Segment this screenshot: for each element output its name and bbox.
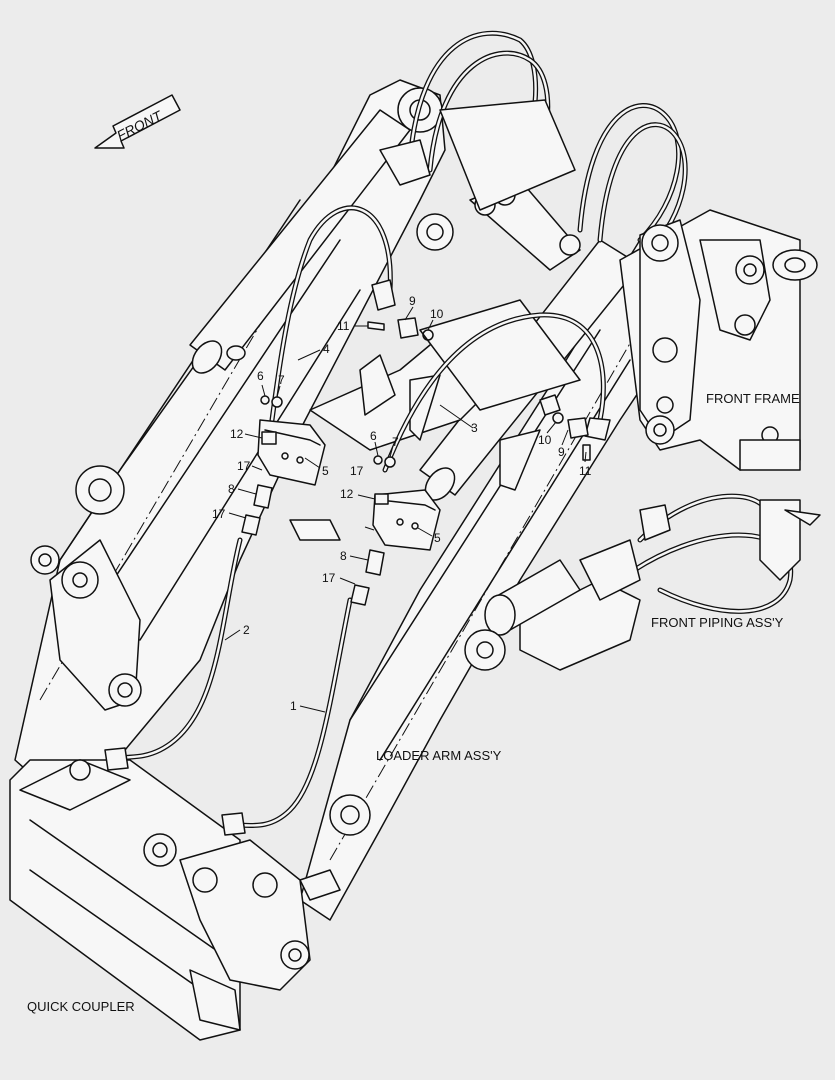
part-number-1: 1	[290, 699, 297, 713]
part-number-5-left: 5	[322, 464, 329, 478]
part-number-17-d: 17	[322, 571, 336, 585]
block-right	[372, 489, 441, 551]
part-number-9-top: 9	[409, 294, 416, 308]
hose-4	[269, 205, 396, 423]
part-number-6-right: 6	[370, 429, 377, 443]
part-number-7-left: 7	[278, 373, 285, 387]
label-loader-arm: LOADER ARM ASS'Y	[376, 748, 502, 763]
front-piping	[464, 493, 821, 671]
small-hardware	[260, 317, 591, 505]
label-front-piping: FRONT PIPING ASS'Y	[651, 615, 784, 630]
quick-coupler	[9, 759, 311, 1041]
front-direction-arrow: FRONT	[94, 94, 181, 149]
front-frame	[619, 209, 818, 471]
part-number-8-right: 8	[340, 549, 347, 563]
label-front-frame: FRONT FRAME	[706, 391, 800, 406]
part-number-5-right: 5	[434, 531, 441, 545]
part-number-6-left: 6	[257, 369, 264, 383]
hose-1	[221, 597, 353, 836]
part-number-3: 3	[471, 421, 478, 435]
fittings-right	[350, 549, 385, 606]
part-numbers: 2 1 4 3 5 5 6 7 6 7 12 12 17 17 17 17 8 …	[212, 294, 592, 713]
part-number-10-top: 10	[430, 307, 444, 321]
assembly-labels: FRONT FRAME FRONT PIPING ASS'Y LOADER AR…	[27, 391, 800, 1014]
part-number-4: 4	[323, 342, 330, 356]
left-loader-arm	[14, 79, 454, 801]
fittings-left	[241, 484, 273, 536]
part-number-9-bottom: 9	[558, 445, 565, 459]
part-number-11-top: 11	[337, 319, 350, 333]
part-number-17-c: 17	[212, 507, 226, 521]
part-number-17-a: 17	[237, 459, 251, 473]
hose-2	[104, 537, 243, 771]
part-number-2: 2	[243, 623, 250, 637]
leader-lines	[224, 306, 587, 713]
part-number-7-right: 7	[392, 435, 399, 449]
part-number-10-bottom: 10	[538, 433, 552, 447]
label-quick-coupler: QUICK COUPLER	[27, 999, 135, 1014]
part-number-17-b: 17	[350, 464, 364, 478]
part-number-12-right: 12	[340, 487, 354, 501]
part-number-8-left: 8	[228, 482, 235, 496]
part-number-11-bottom: 11	[579, 464, 592, 478]
center-frame	[289, 99, 581, 541]
part-number-12-left: 12	[230, 427, 244, 441]
